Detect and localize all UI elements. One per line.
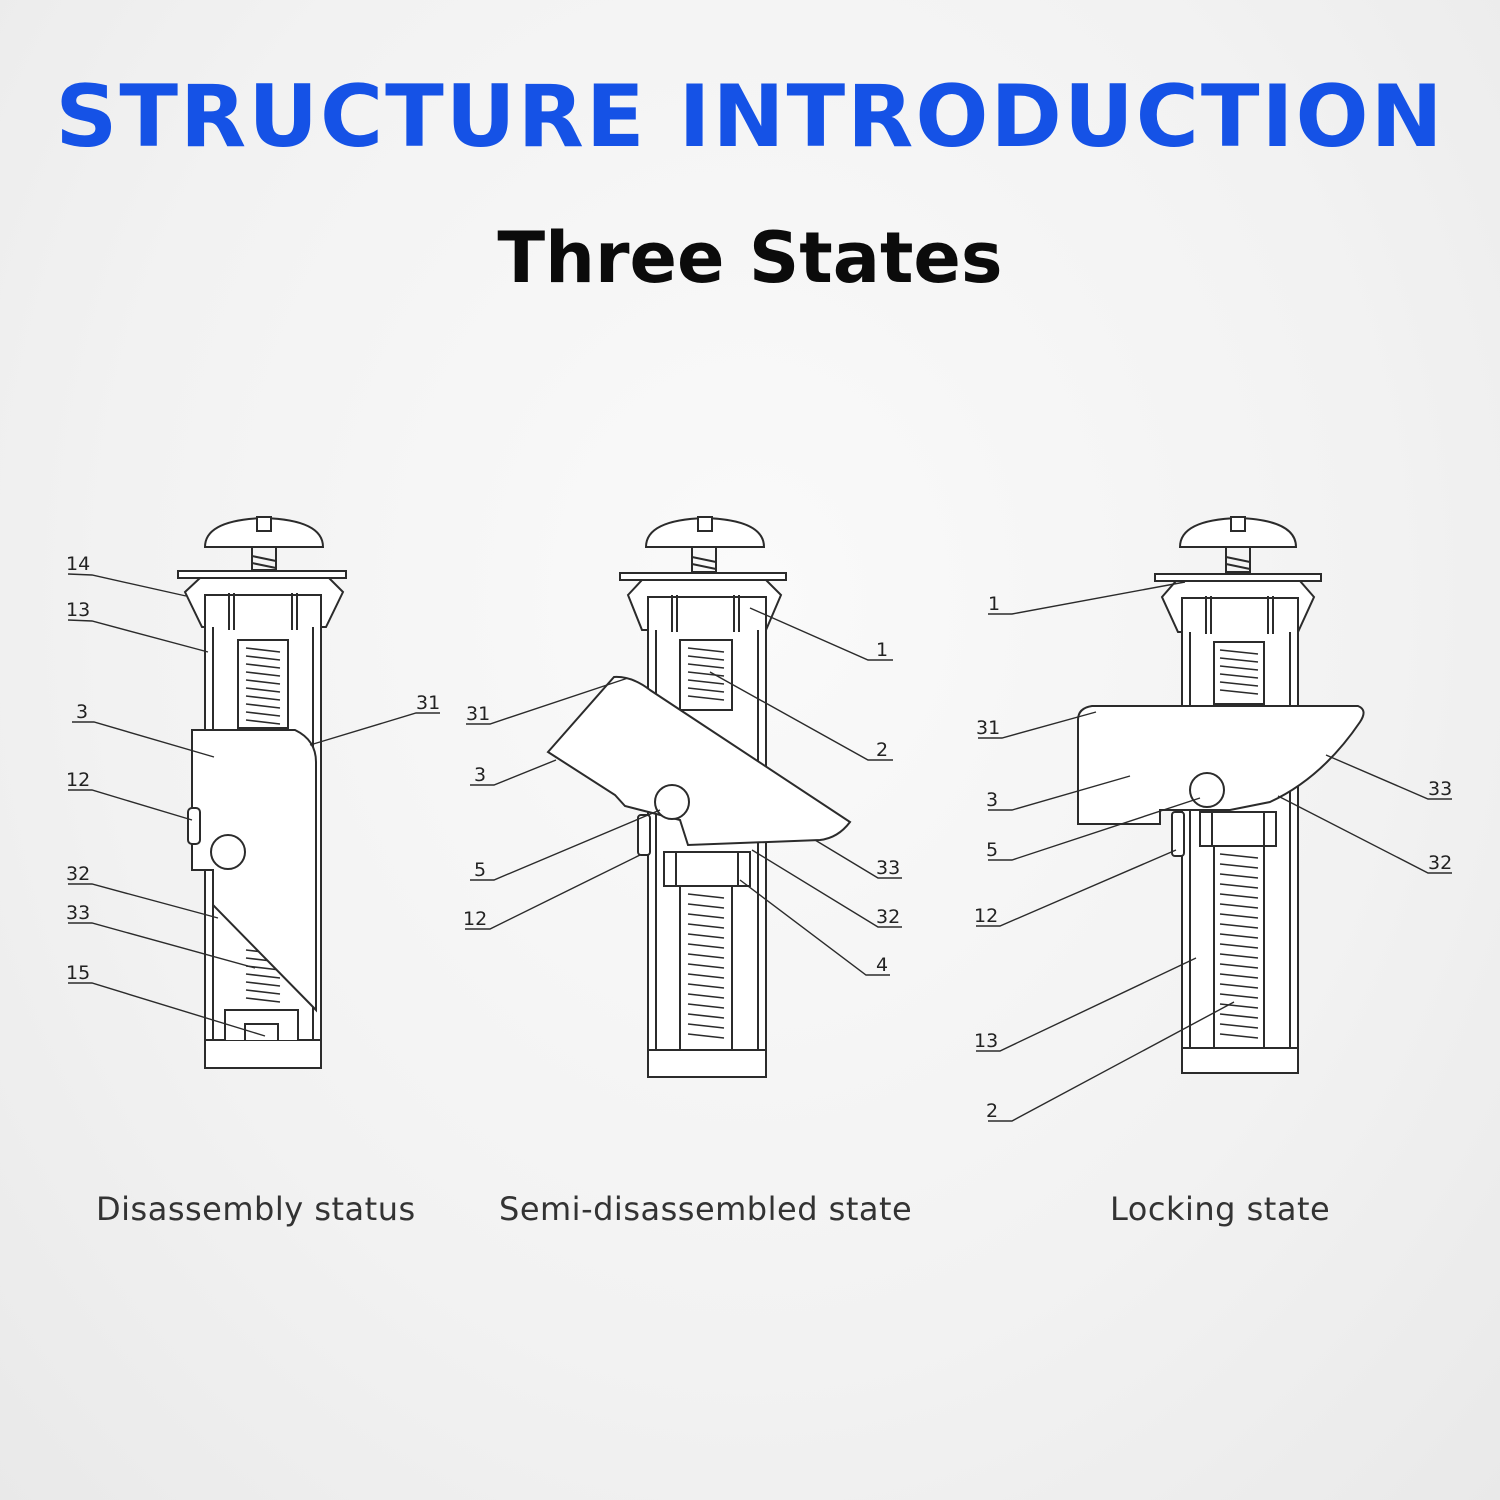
part-label: 13 [974,1030,998,1052]
part-label: 3 [474,764,486,786]
part-label: 2 [876,739,888,761]
spring [1219,649,1259,695]
part-label: 31 [466,703,490,725]
caption-semi-disassembled-state: Semi-disassembled state [499,1190,913,1228]
part-label: 3 [986,789,998,811]
part-label: 33 [66,902,90,924]
part-label: 32 [876,906,900,928]
leader-lines [67,573,440,1037]
part-label: 2 [986,1100,998,1122]
part-label: 15 [66,962,90,984]
lever-plate [191,729,317,1013]
ball [654,784,690,820]
part-label: 12 [463,908,487,930]
part-label: 13 [66,599,90,621]
spring [687,647,725,701]
part-label: 5 [986,839,998,861]
page-subtitle: Three States [497,217,1003,299]
screw-head [1178,516,1298,573]
diagram-locking-state: 1 31 3 5 12 13 2 33 32 [974,516,1452,1122]
part-label: 33 [1428,778,1452,800]
spring [245,647,281,725]
page-title: STRUCTURE INTRODUCTION [55,67,1445,167]
ball [1189,772,1225,808]
screw-head [644,516,766,573]
diagram-disassembly-status: 14 13 3 12 32 33 15 31 [66,516,440,1069]
part-label: 1 [876,639,888,661]
flange [1154,573,1322,582]
caption-disassembly-status: Disassembly status [96,1190,416,1228]
part-label: 33 [876,857,900,879]
caption-locking-state: Locking state [1110,1190,1331,1228]
part-label: 32 [1428,852,1452,874]
part-label: 31 [976,717,1000,739]
leader-lines [976,581,1452,1122]
lever-plate [1077,705,1365,825]
part-label: 5 [474,859,486,881]
flange [177,570,347,579]
part-label: 12 [66,769,90,791]
part-label: 31 [416,692,440,714]
part-label: 12 [974,905,998,927]
leader-lines [465,607,902,976]
part-label: 32 [66,863,90,885]
nut [663,851,751,887]
flange [619,572,787,581]
part-label: 14 [66,553,90,575]
ball [210,834,246,870]
screw-head [203,516,325,571]
diagram-semi-disassembled-state: 31 3 5 12 1 2 33 32 4 [463,516,902,1078]
part-label: 1 [988,593,1000,615]
bottom-nut [224,1009,299,1040]
part-label: 4 [876,954,888,976]
part-label: 3 [76,701,88,723]
lever-plate [546,675,852,847]
